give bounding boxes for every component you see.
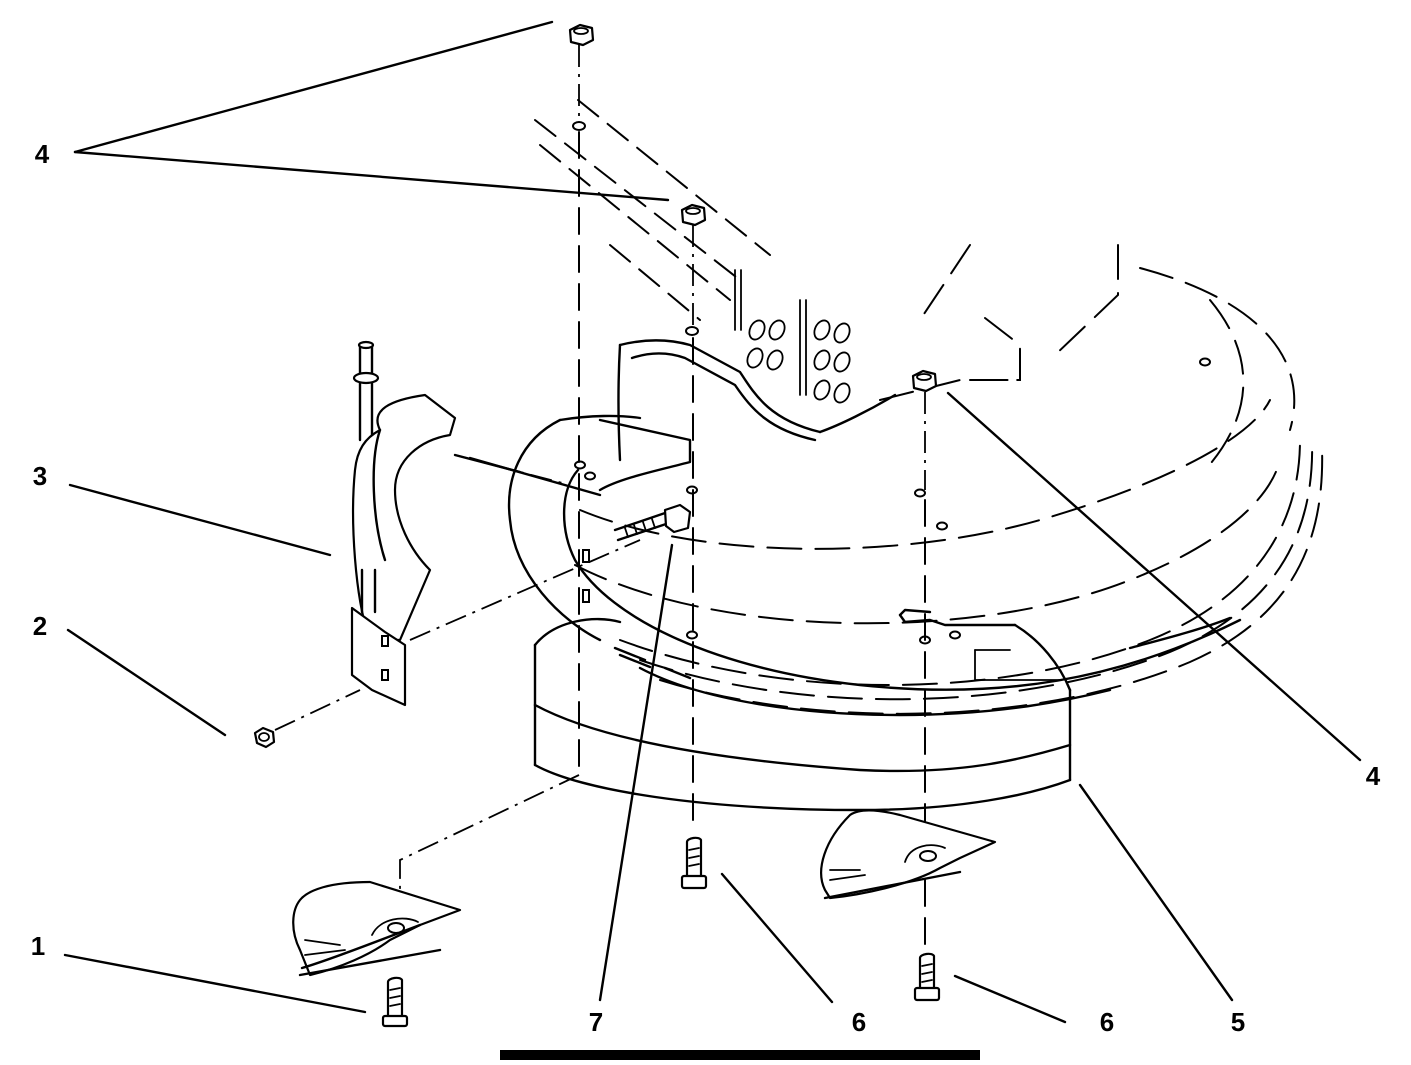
leader-lines bbox=[63, 20, 1362, 1024]
callout-4-right: 4 bbox=[1366, 761, 1381, 791]
bolt-lower-middle bbox=[680, 836, 708, 890]
top-nuts bbox=[568, 23, 938, 393]
callout-2: 2 bbox=[33, 611, 47, 641]
callout-3: 3 bbox=[33, 461, 47, 491]
discharge-deflector bbox=[350, 340, 641, 707]
callout-labels: 4 3 2 1 7 6 6 5 4 bbox=[31, 139, 1381, 1037]
vent-louvers bbox=[746, 319, 851, 404]
callout-1: 1 bbox=[31, 931, 45, 961]
callout-4-top: 4 bbox=[35, 139, 50, 169]
bolt-lower-left bbox=[381, 976, 409, 1028]
callout-7: 7 bbox=[589, 1007, 603, 1037]
bolt-lower-right bbox=[913, 952, 941, 1002]
mounting-plate-left bbox=[292, 880, 462, 977]
callout-6-right: 6 bbox=[1100, 1007, 1114, 1037]
mounting-plate-right bbox=[820, 809, 997, 900]
deck-outline-phantom bbox=[534, 99, 1324, 715]
callout-6-left: 6 bbox=[852, 1007, 866, 1037]
assembly-centerlines bbox=[399, 45, 926, 946]
mower-deck bbox=[507, 339, 1242, 812]
hex-nut bbox=[253, 689, 361, 749]
hex-bolt bbox=[613, 503, 692, 542]
caption-cut-off bbox=[500, 1050, 980, 1060]
callout-5: 5 bbox=[1231, 1007, 1245, 1037]
